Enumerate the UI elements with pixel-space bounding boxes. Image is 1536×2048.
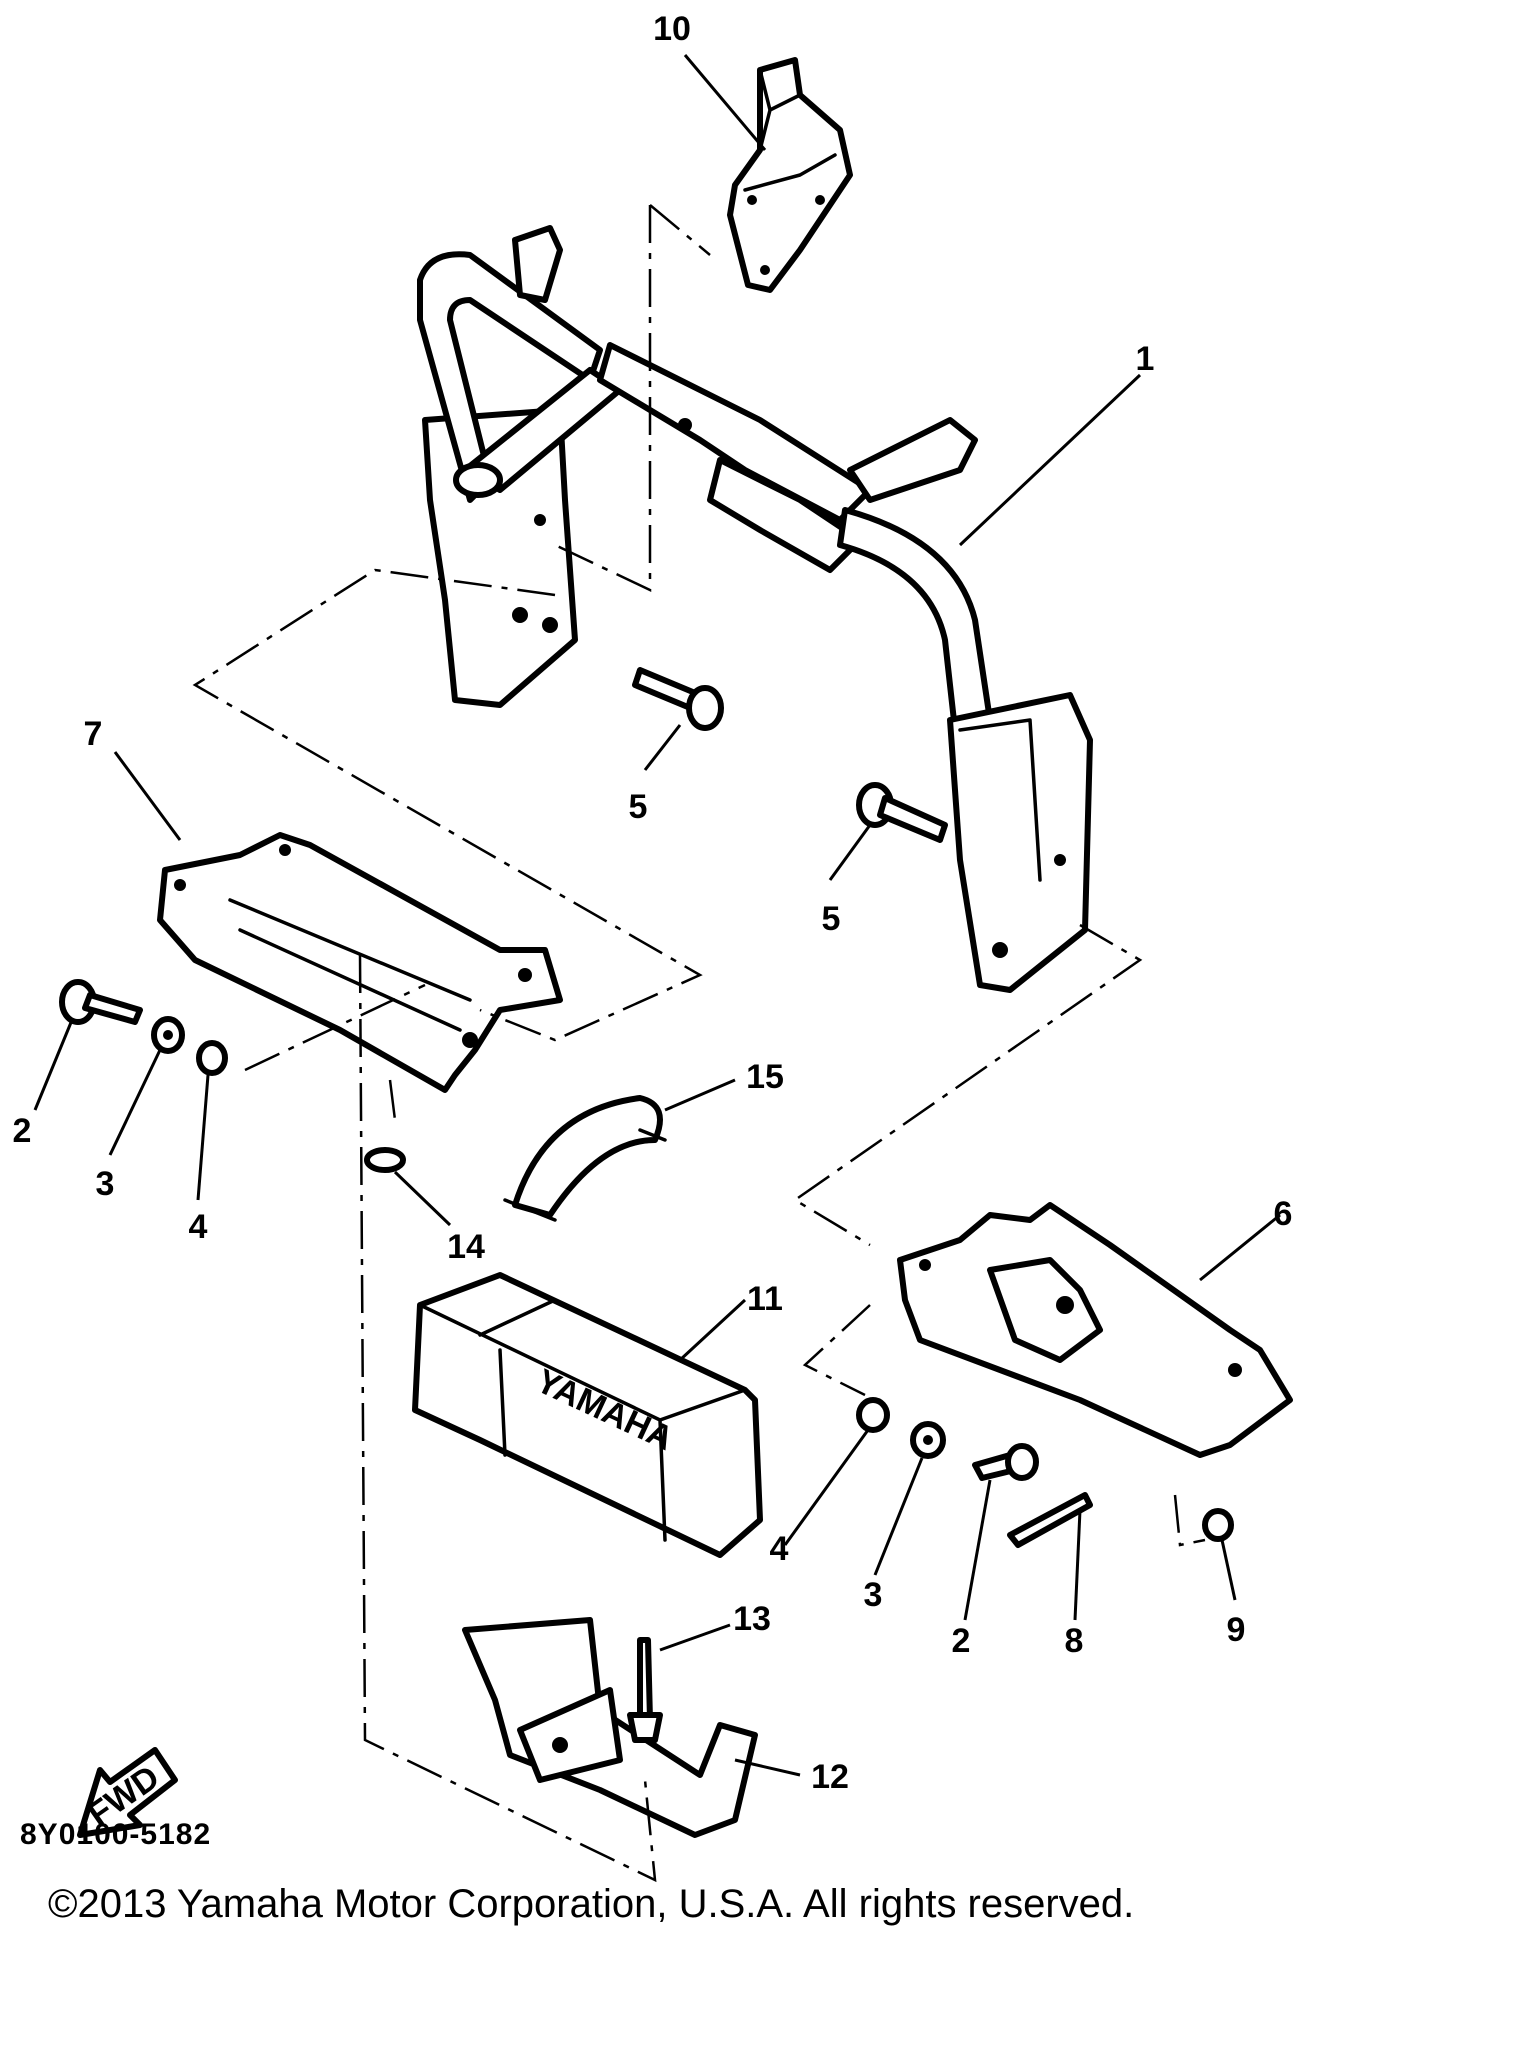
leader-lines <box>33 54 1281 1777</box>
part-5-bolt-right <box>856 782 948 843</box>
callout-5-left: 5 <box>629 788 648 826</box>
callout-1: 1 <box>1136 340 1155 378</box>
callout-7: 7 <box>84 715 103 753</box>
part-4-washer-left <box>196 1040 228 1076</box>
callout-15: 15 <box>746 1058 784 1096</box>
drawing-code: 8Y0100-5182 <box>20 1818 212 1851</box>
part-3-washer-right <box>910 1421 946 1459</box>
part-15-strap <box>503 1095 667 1222</box>
part-14-grommet <box>364 1147 406 1173</box>
part-10-cover <box>727 57 853 293</box>
callout-3-right: 3 <box>864 1576 883 1614</box>
part-6-bracket <box>897 1202 1293 1458</box>
part-3-washer-left <box>151 1016 185 1054</box>
callout-6: 6 <box>1274 1195 1293 1233</box>
callout-2-right: 2 <box>952 1622 971 1660</box>
part-1-frame <box>417 225 1093 993</box>
callout-14: 14 <box>447 1228 485 1266</box>
callout-4-right: 4 <box>770 1530 789 1568</box>
callout-13: 13 <box>733 1600 771 1638</box>
callout-3-left: 3 <box>96 1165 115 1203</box>
callout-9: 9 <box>1227 1611 1246 1649</box>
part-4-washer-right <box>856 1397 890 1433</box>
part-5-bolt-left <box>632 667 724 731</box>
callout-11: 11 <box>747 1280 783 1318</box>
part-9-washer <box>1202 1508 1234 1542</box>
callout-4-left: 4 <box>189 1208 208 1246</box>
callouts: 10 1 7 5 5 2 3 4 15 14 11 6 4 3 2 8 9 13… <box>13 10 1293 1796</box>
part-8-pin <box>1007 1492 1093 1548</box>
part-11-battery: YAMAHA <box>412 1272 763 1558</box>
alignment-lines <box>192 204 1206 1883</box>
copyright-notice: ©2013 Yamaha Motor Corporation, U.S.A. A… <box>48 1882 1135 1926</box>
callout-8: 8 <box>1065 1622 1084 1660</box>
callout-10: 10 <box>653 10 691 48</box>
callout-12: 12 <box>811 1758 849 1796</box>
callout-5-right: 5 <box>822 900 841 938</box>
part-2-bolt-left <box>59 979 143 1025</box>
callout-2-left: 2 <box>13 1112 32 1150</box>
part-12-battery-box <box>462 1617 758 1838</box>
part-2-bolt-right <box>972 1443 1039 1481</box>
part-13-probe <box>627 1637 663 1743</box>
